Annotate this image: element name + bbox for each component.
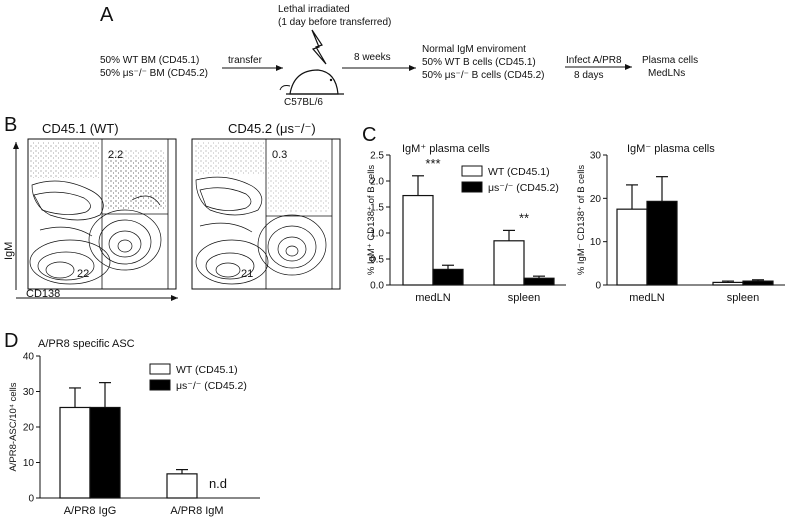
chart-title: IgM⁺ plasma cells <box>402 143 490 155</box>
y-tick-label: 2.5 <box>370 151 384 162</box>
chart-title: A/PR8 specific ASC <box>38 338 135 350</box>
left-plot-title: CD45.1 (WT) <box>42 121 119 136</box>
bar-mu <box>432 268 464 286</box>
bar-wt <box>166 473 198 499</box>
x-tick-label: spleen <box>508 292 540 304</box>
y-tick-label: 20 <box>23 423 35 434</box>
mouse-label: C57BL/6 <box>284 97 323 108</box>
days-label: 8 days <box>574 70 604 81</box>
bar-wt <box>59 406 91 499</box>
donor-line-2: 50% μs⁻/⁻ BM (CD45.2) <box>100 68 209 79</box>
y-tick-label: 10 <box>590 237 602 248</box>
y-tick-label: 0.0 <box>370 281 384 292</box>
infect-label: Infect A/PR8 <box>566 55 622 66</box>
bar-wt <box>493 240 525 286</box>
wt-upper-dots <box>104 160 166 210</box>
chart-title: IgM⁻ plasma cells <box>627 143 715 155</box>
legend-swatch-wt <box>461 165 483 177</box>
bar-wt <box>616 208 648 286</box>
legend-swatch-mu <box>149 379 171 391</box>
left-lower-quadrant-value: 22 <box>77 268 90 280</box>
y-axis-label: % IgM⁺ CD138⁺ of B cells <box>366 165 377 276</box>
panel-b-letter: B <box>4 114 18 136</box>
legend-label-wt: WT (CD45.1) <box>488 166 550 178</box>
y-tick-label: 0 <box>595 281 601 292</box>
transfer-label: transfer <box>228 55 262 66</box>
y-axis-label: A/PR8-ASC/10⁴ cells <box>8 382 19 471</box>
legend-swatch-wt <box>149 363 171 375</box>
significance-annotation: *** <box>425 156 440 171</box>
donor-line-1: 50% WT BM (CD45.1) <box>100 55 200 66</box>
y-tick-label: 1.0 <box>370 229 384 240</box>
bar-wt <box>402 194 434 286</box>
panel-d-letter: D <box>4 330 19 352</box>
y-axis-label: % IgM⁻ CD138⁺ of B cells <box>576 165 587 276</box>
result-line-2: MedLNs <box>648 68 686 79</box>
x-tick-label: medLN <box>629 292 665 304</box>
mu-upper-dots <box>268 160 330 212</box>
wt-scatter-dots <box>30 142 100 178</box>
significance-annotation: n.d <box>209 476 227 491</box>
bar-mu <box>742 280 774 286</box>
result-line-1: Plasma cells <box>642 55 699 66</box>
mouse-icon <box>279 69 344 95</box>
lightning-icon <box>311 29 327 65</box>
y-tick-label: 1.5 <box>370 203 384 214</box>
flow-x-axis-label: CD138 <box>26 288 61 300</box>
mu-scatter-dots <box>194 142 264 174</box>
panel-a-letter: A <box>100 4 114 26</box>
irradiation-line-1: Lethal irradiated <box>278 4 350 15</box>
legend-label-mu: μs⁻/⁻ (CD45.2) <box>176 380 247 392</box>
bar-mu <box>89 406 121 499</box>
y-tick-label: 0 <box>28 494 34 505</box>
significance-annotation: ** <box>519 210 529 225</box>
bar-mu <box>523 277 555 286</box>
y-tick-label: 20 <box>590 194 602 205</box>
y-tick-label: 30 <box>23 387 35 398</box>
y-tick-label: 30 <box>590 151 602 162</box>
right-lower-quadrant-value: 21 <box>241 268 254 280</box>
legend-label-mu: μs⁻/⁻ (CD45.2) <box>488 182 559 194</box>
y-tick-label: 40 <box>23 352 35 363</box>
x-tick-label: A/PR8 IgM <box>170 505 223 517</box>
x-tick-label: A/PR8 IgG <box>64 505 117 517</box>
x-tick-label: spleen <box>727 292 759 304</box>
bar-wt <box>712 281 744 286</box>
legend-label-wt: WT (CD45.1) <box>176 364 238 376</box>
y-tick-label: 10 <box>23 458 35 469</box>
legend-swatch-mu <box>461 181 483 193</box>
irradiation-line-2: (1 day before transferred) <box>278 17 392 28</box>
y-tick-label: 2.0 <box>370 177 384 188</box>
y-tick-label: 0.5 <box>370 255 384 266</box>
panel-c-letter: C <box>362 124 377 146</box>
weeks-label: 8 weeks <box>354 52 391 63</box>
env-line-3: 50% μs⁻/⁻ B cells (CD45.2) <box>422 70 545 81</box>
x-tick-label: medLN <box>415 292 451 304</box>
right-upper-quadrant-value: 0.3 <box>272 149 288 161</box>
bar-mu <box>646 200 678 286</box>
flow-plot-mu <box>191 138 341 290</box>
env-line-1: Normal IgM enviroment <box>422 44 526 55</box>
right-plot-title: CD45.2 (μs⁻/⁻) <box>228 121 316 136</box>
env-line-2: 50% WT B cells (CD45.1) <box>422 57 536 68</box>
